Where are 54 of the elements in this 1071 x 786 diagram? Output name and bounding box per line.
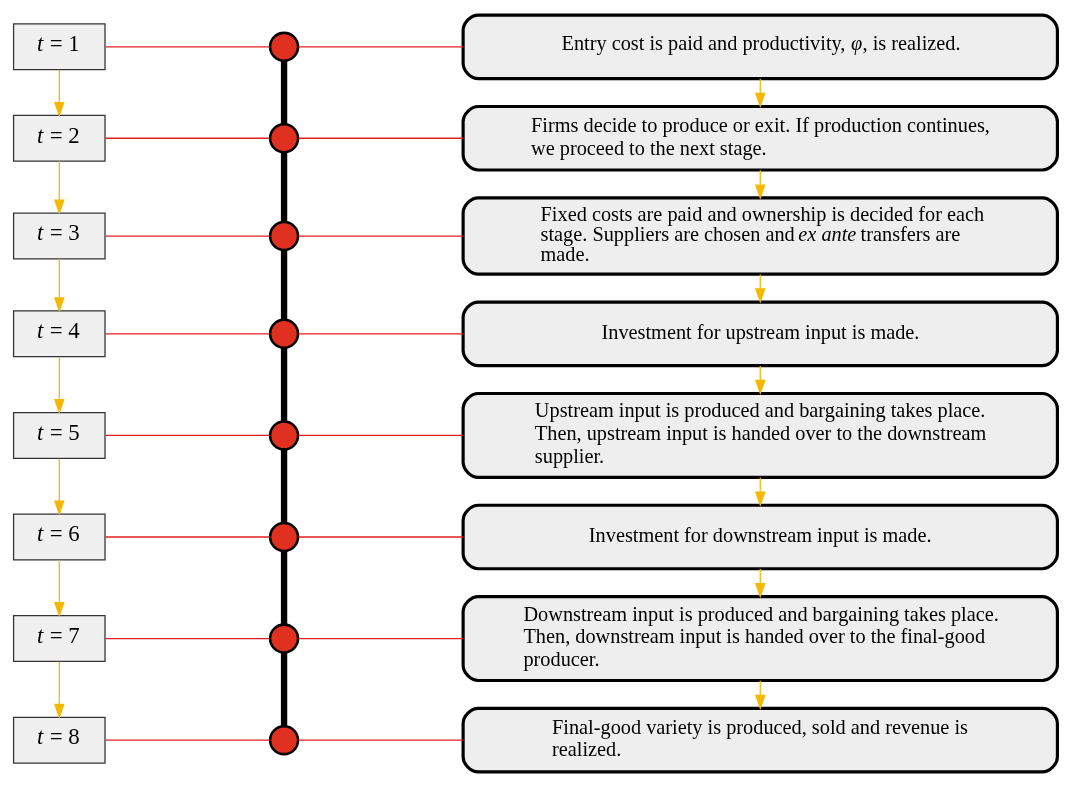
arrow bbox=[53, 355, 65, 414]
connector bbox=[297, 45, 464, 47]
connector bbox=[104, 137, 271, 139]
node-box: Investment for upstream input is made. bbox=[461, 300, 1059, 367]
node-box: Upstream input is produced and bargaining takes place. Then, upstream input is handed over to the downstream supplier. bbox=[461, 391, 1059, 479]
arrow bbox=[53, 457, 65, 516]
connector bbox=[104, 739, 271, 741]
arrow bbox=[53, 660, 65, 719]
connector bbox=[280, 60, 288, 124]
connector bbox=[104, 637, 271, 639]
connector bbox=[104, 234, 271, 237]
node-box: t = 3 bbox=[12, 212, 106, 260]
node-circle bbox=[268, 419, 300, 451]
node-box: Fixed costs are paid and ownership is decided for each stage. Suppliers are chosen and ex ante transfers are made. bbox=[461, 195, 1059, 276]
connector bbox=[104, 45, 271, 47]
connector bbox=[297, 137, 464, 139]
arrow bbox=[53, 257, 65, 313]
node-box: t = 5 bbox=[12, 411, 106, 459]
node-circle bbox=[268, 521, 300, 552]
node-circle bbox=[268, 122, 300, 153]
node-box: t = 1 bbox=[12, 22, 106, 70]
arrow bbox=[53, 559, 65, 617]
node-circle bbox=[268, 622, 300, 654]
node-box: t = 6 bbox=[12, 513, 106, 560]
node-box: t = 4 bbox=[12, 309, 106, 357]
connector bbox=[280, 550, 288, 624]
arrow bbox=[53, 160, 65, 215]
connector bbox=[297, 535, 464, 538]
node-box: Firms decide to produce or exit. If production continues, we proceed to the next stage. bbox=[461, 104, 1059, 172]
connector bbox=[104, 332, 271, 334]
connector bbox=[280, 347, 288, 421]
connector bbox=[297, 739, 464, 741]
node-box: Downstream input is produced and bargaining takes place. Then, downstream input is handed over to the final-good producer. bbox=[461, 594, 1059, 682]
node-box: t = 2 bbox=[12, 114, 106, 162]
connector bbox=[280, 249, 288, 319]
connector bbox=[297, 434, 464, 436]
arrow bbox=[53, 68, 65, 117]
connector bbox=[280, 449, 288, 522]
node-box: Final-good variety is produced, sold and revenue is realized. bbox=[461, 706, 1059, 773]
node-box: t = 7 bbox=[12, 614, 106, 662]
node-box: Entry cost is paid and productivity, φ, is realized. bbox=[461, 13, 1059, 80]
connector bbox=[104, 535, 271, 538]
node-circle bbox=[268, 220, 300, 251]
node-box: Investment for downstream input is made. bbox=[461, 503, 1059, 570]
node-circle bbox=[268, 724, 300, 755]
connector bbox=[280, 151, 288, 221]
node-box: t = 8 bbox=[12, 716, 106, 764]
node-circle bbox=[268, 31, 300, 62]
connector bbox=[297, 332, 464, 334]
connector bbox=[104, 434, 271, 436]
connector bbox=[297, 637, 464, 639]
node-circle bbox=[268, 318, 300, 349]
connector bbox=[280, 652, 288, 726]
connector bbox=[297, 234, 464, 237]
